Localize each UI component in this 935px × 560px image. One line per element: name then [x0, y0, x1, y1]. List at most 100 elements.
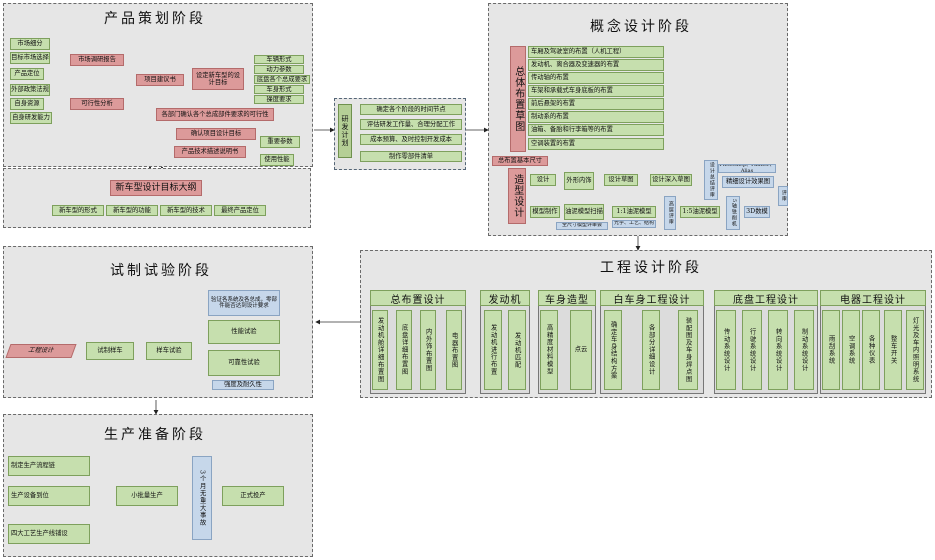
confirm-goal: 确认项目设计目标	[176, 128, 256, 140]
eng-group-engine-title: 发动机	[480, 290, 530, 306]
outline-technology: 新车型的技术	[160, 205, 212, 216]
tech-spec: 产品技术描述说明书	[174, 146, 246, 158]
clay-model-1: 1:1油泥模型	[612, 206, 656, 218]
market-report: 市场调研报告	[70, 54, 124, 66]
target-vehicle-form: 车辆形式	[254, 55, 304, 64]
prep-equipment: 生产设备到位	[8, 486, 90, 506]
eng-biw-item: 各部分详细设计	[642, 310, 660, 390]
eng-group-biw-title: 白车身工程设计	[600, 290, 704, 306]
performance: 使用性能	[260, 154, 294, 166]
eng-electrical-item: 空调系统	[842, 310, 860, 390]
test-note-bottom: 强度及耐久性	[212, 380, 274, 390]
scan-note: 全尺寸模型评审会	[556, 222, 608, 230]
design-sketch: 设计草图	[604, 174, 638, 186]
eng-electrical-item: 雨刮系统	[822, 310, 840, 390]
layout-item-brake: 制动系的布置	[528, 111, 664, 123]
prep-production-line: 四大工艺生产线铺设	[8, 524, 90, 544]
goal-outline-title: 新车型设计目标大纲	[110, 180, 202, 196]
cad-3d: 3D数模	[744, 206, 770, 218]
outline-function: 新车型的功能	[106, 205, 158, 216]
eng-group-layout-title: 总布置设计	[370, 290, 466, 306]
styling-design-label: 造型设计	[508, 168, 526, 224]
clay-model-1-note: 光学、工艺、结构	[612, 220, 656, 228]
plan-parts-list: 制作零部件清单	[360, 151, 462, 162]
top-review: 高层评审	[664, 196, 676, 230]
input-positioning: 产品定位	[10, 68, 44, 80]
eng-biw-item: 装配图及车身焊点图	[678, 310, 698, 390]
eng-engine-item: 发动机匹配	[508, 310, 526, 390]
clay-model-5: 1:5油泥模型	[680, 206, 720, 218]
deep-sketch: 设计深入草图	[650, 174, 692, 186]
eng-layout-item: 发动机舱详细布置图	[372, 310, 388, 390]
mass-production: 正式投产	[222, 486, 284, 506]
key-params: 重要参数	[260, 136, 300, 148]
outline-form: 新车型的形式	[52, 205, 104, 216]
eng-chassis-item: 制动系统设计	[794, 310, 814, 390]
prototype-build: 试制样车	[86, 342, 134, 360]
layout-item-ac: 空调装置的布置	[528, 138, 664, 150]
prep-process-chain: 制定生产流程链	[8, 456, 90, 476]
eng-biw-item: 确定车身结构方案	[604, 310, 622, 390]
target-handling: 操度要求	[254, 95, 304, 104]
project-proposal: 项目建议书	[136, 74, 184, 86]
eng-layout-item: 电器布置图	[446, 310, 462, 390]
eng-group-electrical-title: 电器工程设计	[820, 290, 926, 306]
styling-design: 设计	[530, 174, 556, 186]
product-planning-title: 产品策划阶段	[104, 11, 206, 27]
layout-item-cabin: 车厢及驾驶室的布置（人机工程）	[528, 46, 664, 58]
design-goal: 设定新车型的设计目标	[192, 68, 244, 90]
target-body: 车身形式	[254, 85, 304, 94]
performance-test: 性能试验	[208, 320, 280, 344]
eng-electrical-item: 灯光及车内照明系统	[906, 310, 924, 390]
layout-item-suspension: 前后悬架的布置	[528, 98, 664, 110]
eng-styling-item: 点云	[570, 310, 592, 390]
reliability-test: 可靠性试验	[208, 350, 280, 376]
fine-render: 精细设计效果图	[722, 176, 774, 188]
input-market-segment: 市场细分	[10, 38, 50, 50]
model-making: 模型制作	[530, 206, 560, 218]
safety-check: 3个月无重大事故	[192, 456, 212, 540]
input-policy: 外部政策法规	[10, 84, 50, 96]
target-chassis: 底盘各个总成要求	[254, 75, 310, 84]
eng-styling-item: 高精度材料模型	[540, 310, 558, 390]
rd-plan-label: 研发计划	[338, 104, 352, 158]
feasibility-analysis: 可行性分析	[70, 98, 124, 110]
layout-item-engine: 发动机、离合器及变速器的布置	[528, 59, 664, 71]
layout-item-tank: 油箱、备胎和行李箱等的布置	[528, 124, 664, 136]
in-out-styling: 外形内饰	[564, 172, 594, 190]
concept-design-title: 概念设计阶段	[590, 19, 692, 35]
feasibility-check: 各部门确认各个总成部件要求的可行性	[156, 108, 274, 121]
software-tools: Photoshop、Painter、Alias	[718, 164, 776, 173]
prototype-test: 样车试验	[146, 342, 192, 360]
eng-engine-item: 发动机进行布置	[484, 310, 502, 390]
production-prep-title: 生产准备阶段	[104, 427, 206, 443]
goal-outline-panel	[3, 168, 311, 228]
clay-scan: 油泥模型扫描	[564, 204, 604, 220]
eng-group-chassis-title: 底盘工程设计	[714, 290, 818, 306]
eng-chassis-item: 行驶系统设计	[742, 310, 762, 390]
plan-timeline: 确定各个阶段的时间节点	[360, 104, 462, 115]
input-target-market: 目标市场选择	[10, 52, 50, 64]
input-resources: 自身资源	[10, 98, 44, 110]
trial-test-title: 试制试验阶段	[110, 263, 212, 279]
design-review-1: 设计总结评审	[704, 160, 718, 200]
layout-sketch-label: 总体布置草图	[510, 46, 526, 152]
eng-layout-item: 内外饰布置图	[420, 310, 436, 390]
eng-layout-item: 底盘详细布置图	[396, 310, 412, 390]
engineering-design-title: 工程设计阶段	[600, 260, 702, 276]
eng-chassis-item: 转向系统设计	[768, 310, 788, 390]
layout-size: 总布置基本尺寸	[492, 156, 548, 166]
test-note-top: 验证各系统及各总成，零部件能否达到设计要求	[208, 290, 280, 316]
eng-group-body-styling-title: 车身造型	[538, 290, 596, 306]
target-power: 动力参数	[254, 65, 304, 74]
small-batch: 小批量生产	[116, 486, 178, 506]
outline-positioning: 最终产品定位	[214, 205, 266, 216]
eng-electrical-item: 整车开关	[884, 310, 902, 390]
input-rd-capability: 自身研发能力	[10, 112, 52, 124]
eng-electrical-item: 各种仪表	[862, 310, 880, 390]
eng-design-input: 工程设计	[5, 344, 77, 358]
layout-item-frame: 车架和承载式车身底板的布置	[528, 85, 664, 97]
eng-chassis-item: 传动系统设计	[716, 310, 736, 390]
plan-cost: 成本预算、及时控制开发成本	[360, 134, 462, 145]
review-label: 评审	[778, 186, 788, 206]
